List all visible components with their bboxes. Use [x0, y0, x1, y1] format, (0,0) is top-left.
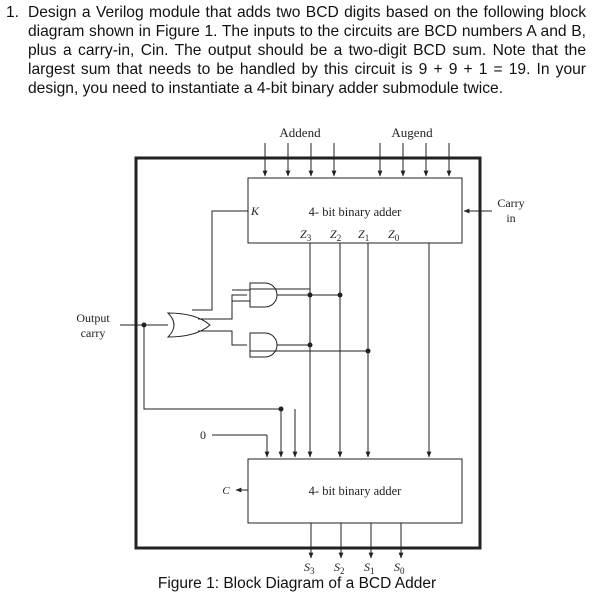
- question-body: Design a Verilog module that adds two BC…: [28, 4, 586, 97]
- output-carry-label-1: Output: [76, 311, 110, 325]
- figure-caption: Figure 1: Block Diagram of a BCD Adder: [157, 575, 437, 592]
- question-text-block: 1. Design a Verilog module that adds two…: [6, 3, 586, 98]
- svg-text:Z2: Z2: [330, 227, 341, 243]
- s-labels: S3 S2 S1 S0: [304, 560, 405, 576]
- lower-adder-label: 4- bit binary adder: [309, 484, 403, 498]
- output-carry-label-2: carry: [81, 326, 106, 340]
- or-gate: [166, 312, 211, 338]
- svg-text:S2: S2: [334, 560, 345, 576]
- augend-label: Augend: [391, 125, 433, 140]
- zero-label: 0: [200, 428, 206, 442]
- question-number: 1.: [6, 4, 20, 21]
- lower-adder-box: [247, 458, 463, 524]
- sum-output-arrows: [308, 523, 404, 559]
- svg-text:Z3: Z3: [300, 227, 312, 243]
- svg-text:S1: S1: [364, 560, 375, 576]
- svg-text:Z1: Z1: [358, 227, 369, 243]
- and-gate-bottom: [249, 332, 278, 358]
- c-label: C: [222, 485, 230, 497]
- augend-input-arrows: [377, 143, 452, 177]
- addend-label: Addend: [279, 125, 321, 140]
- outer-frame: [134, 156, 482, 550]
- carry-in-label-2: in: [506, 211, 515, 225]
- z-labels: Z3 Z2 Z1 Z0: [300, 227, 400, 243]
- junction-dots: [141, 292, 371, 412]
- k-label: K: [250, 204, 260, 218]
- carry-in-label-1: Carry: [497, 196, 524, 210]
- svg-text:S0: S0: [394, 560, 405, 576]
- feedback-wire: [143, 325, 284, 458]
- k-wire: [192, 210, 248, 311]
- and-gate-top: [249, 282, 278, 308]
- svg-text:Z0: Z0: [388, 227, 400, 243]
- addend-input-arrows: [262, 143, 337, 177]
- svg-text:S3: S3: [304, 560, 315, 576]
- upper-adder-label: 4- bit binary adder: [309, 205, 403, 219]
